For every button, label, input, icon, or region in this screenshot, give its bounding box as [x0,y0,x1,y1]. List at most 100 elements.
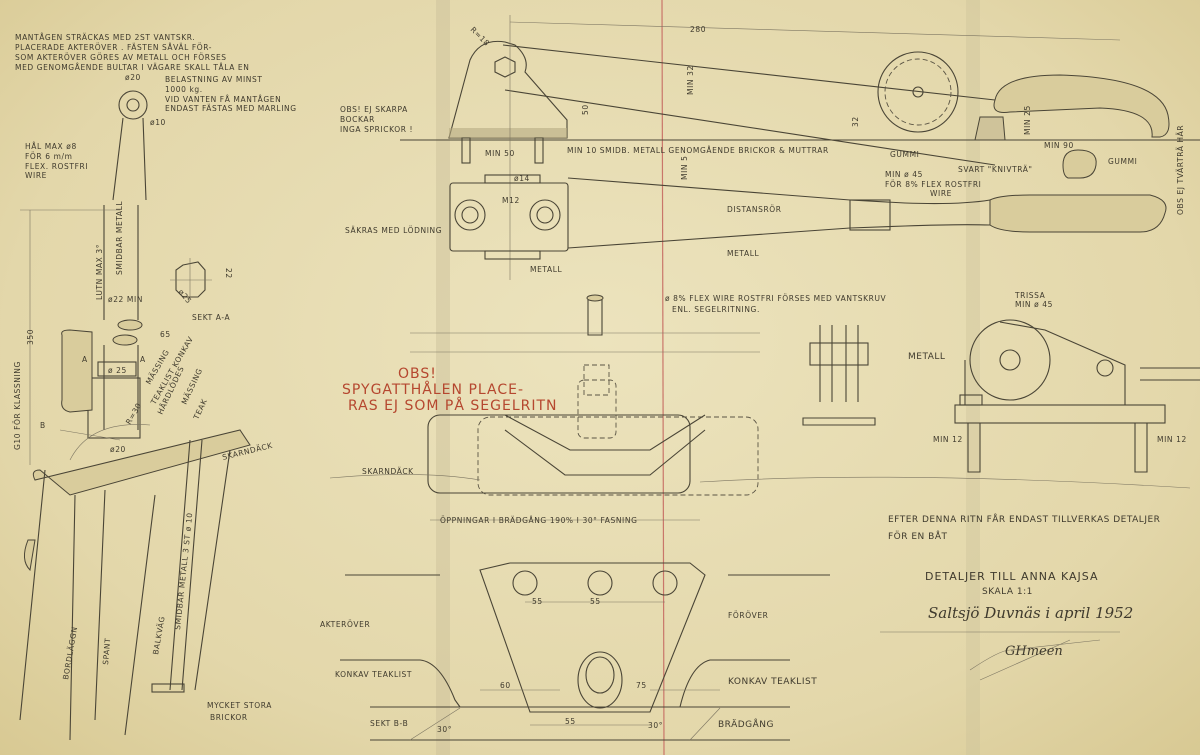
part-label: KONKAV TEAKLIST [335,670,412,679]
note-line: BRICKOR [210,713,248,722]
fold-shade [436,0,450,755]
red-margin-line [661,0,665,755]
dimension: 22 [224,268,233,279]
part-label: MIN ø 45 [1015,300,1053,309]
dimension: 75 [636,681,647,690]
note-line: ø 8% FLEX WIRE ROSTFRI FÖRSES MED VANTSK… [665,294,887,303]
note-line: MIN 10 SMIDB. METALL GENOMGÅENDE BRICKOR… [567,146,829,155]
dimension: 55 [590,597,601,606]
part-label: AKTERÖVER [320,620,370,629]
part-label: METALL [908,352,945,362]
red-note: RAS EJ SOM PÅ SEGELRITN [348,397,558,414]
dimension: ø25 [176,288,193,306]
part-label: G10 FÖR KLASSNING [13,361,22,450]
note-line: OBS! EJ SKARPA [340,105,408,114]
part-label: SEKT A-A [192,313,231,322]
note-line: SÄKRAS MED LÖDNING [345,226,442,235]
dimension: M12 [502,196,520,205]
dimension: 280 [690,25,706,34]
note-line: MANTÅGEN STRÄCKAS MED 2ST VANTSKR. [15,33,195,42]
note-line: HÅL MAX ø8 [25,142,77,151]
note-line: BELASTNING AV MINST [165,75,263,84]
part-label: SKARNDÄCK [362,467,414,476]
note-line: WIRE [930,189,952,198]
red-note: OBS! [398,366,437,382]
part-label: FÖRÖVER [728,611,768,620]
part-label: GUMMI [890,150,919,159]
section-mark: A [140,355,146,364]
note-line: MIN ø 45 [885,170,923,179]
dimension: ø14 [514,174,530,183]
dimension: 55 [532,597,543,606]
section-bb-drawing [340,562,1120,741]
fold-shade [966,0,980,755]
note-line: VID VANTEN FÅ MANTÅGEN [165,95,281,104]
dimension: 55 [565,717,576,726]
part-label: DISTANSRÖR [727,205,782,214]
dimension: MIN 50 [485,149,515,158]
note-line: BOCKAR [340,115,375,124]
drawing-title: DETALJER TILL ANNA KAJSA [925,570,1099,583]
dimensions-group: ø20 ø10 R=18 280 MIN 32 50 32 MIN 25 MIN… [26,25,1187,734]
part-label: SMIDBAR METALL [115,201,124,275]
section-mark: B [40,421,46,430]
dimension: MIN 12 [933,435,963,444]
dimension: 60 [500,681,511,690]
note-line: INGA SPRICKOR ! [340,125,413,134]
part-label: KONKAV TEAKLIST [728,677,817,687]
stanchion-drawing [19,90,251,741]
dimension: MIN 25 [1023,105,1032,135]
title-block: DETALJER TILL ANNA KAJSA SKALA 1:1 Salts… [925,570,1133,659]
drawing-place-date: Saltsjö Duvnäs i april 1952 [928,604,1133,622]
dimension: ø20 [110,445,126,454]
red-note: SPYGATTHÅLEN PLACE- [342,381,524,398]
part-label: BALKVÄG [151,615,167,655]
part-label: METALL [727,249,760,258]
part-label: LUTN MAX 3° [95,244,104,300]
part-label: BRÄDGÅNG [718,718,774,730]
section-mark: A [82,355,88,364]
dimension: 350 [26,329,35,345]
note-line: SVART "KNIVTRÄ" [958,165,1033,174]
part-label: TRISSA [1014,291,1046,300]
note-line: OBS EJ TVÄRTRÄ HÄR [1176,125,1185,215]
scupper-base-drawing [329,294,1191,521]
dimension: ø 25 [108,366,127,375]
note-line: FLEX. ROSTFRI [25,162,88,171]
dimension: 65 [160,330,171,339]
dimension: 32 [851,116,860,127]
note-line: FÖR 8% FLEX ROSTFRI [885,180,981,189]
dimension: MIN 12 [1157,435,1187,444]
part-label: GUMMI [1108,157,1137,166]
note-line: FÖR 6 m/m [25,152,73,161]
dimension: 50 [581,104,590,115]
note-line: 1000 kg. [165,85,203,94]
part-label: METALL [530,265,563,274]
drawing-scale: SKALA 1:1 [982,587,1033,597]
part-label: TEAK [191,397,209,422]
notes-group: MANTÅGEN STRÄCKAS MED 2ST VANTSKR. PLACE… [15,33,1185,722]
note-line: MED GENOMGÅENDE BULTAR I VÄGARE SKALL TÅ… [15,63,249,72]
dimension: ø10 [150,118,166,127]
note-line: SOM AKTERÖVER GÖRES AV METALL OCH FÖRSES [15,53,227,62]
dimension: ø22 MIN [108,295,143,304]
dimension: MIN 90 [1044,141,1074,150]
part-label: BORDLÄGGN [61,626,79,681]
dimension: MIN 32 [686,65,695,95]
note-line: ÖPPNINGAR I BRÄDGÅNG 190% I 30° FASNING [440,516,637,525]
fairlead-drawing [802,319,1200,473]
note-line: MYCKET STORA [207,701,272,710]
dimension: ø20 [125,73,141,82]
note-line: WIRE [25,171,47,180]
note-line: PLACERADE AKTERÖVER . FÄSTEN SÅVÄL FÖR- [15,43,212,52]
part-label: SEKT B-B [370,719,408,728]
note-line: ENL. SEGELRITNING. [672,305,760,314]
dimension: 30° [648,721,663,730]
part-label: SPANT [101,637,112,665]
bracket-lever-drawing [400,15,1200,280]
note-line: ENDAST FÄSTAS MED MARLING [165,104,297,113]
dimension: MIN 5 [680,156,689,180]
dimension: 30° [437,725,452,734]
